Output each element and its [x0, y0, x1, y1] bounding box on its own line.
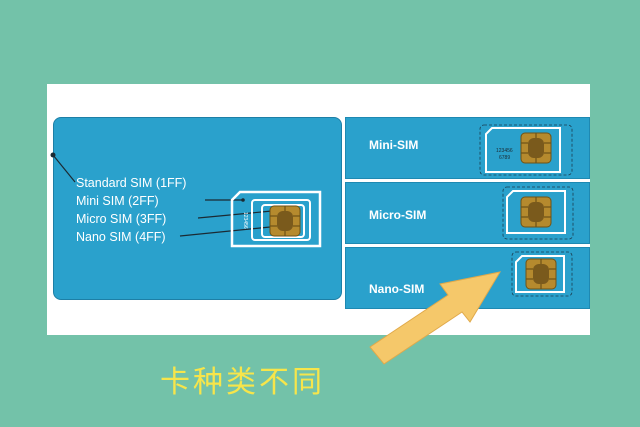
- label-nano-sim: Nano SIM (4FF): [76, 230, 166, 244]
- nano-sim-graphic: [511, 251, 573, 297]
- row-label-mini-sim: Mini-SIM: [369, 138, 419, 152]
- nested-sim-outlines: 123456: [230, 190, 322, 248]
- chip-icon: [269, 205, 301, 237]
- mini-sim-graphic: 123456 6789: [479, 124, 573, 176]
- leader-standard-sim: [52, 154, 76, 183]
- leader-micro-sim: [197, 210, 273, 219]
- chip-icon: [520, 132, 552, 164]
- mini-sim-card-number-2: 6789: [499, 155, 510, 161]
- svg-text:123456: 123456: [242, 212, 248, 229]
- chip-icon: [520, 196, 552, 228]
- micro-sim-graphic: [502, 186, 574, 240]
- mini-sim-card-number-1: 123456: [496, 148, 513, 154]
- label-mini-sim: Mini SIM (2FF): [76, 194, 159, 208]
- pointer-arrow-icon: [369, 271, 502, 365]
- row-label-nano-sim: Nano-SIM: [369, 282, 425, 296]
- row-label-micro-sim: Micro-SIM: [369, 208, 427, 222]
- label-standard-sim: Standard SIM (1FF): [76, 176, 187, 190]
- chip-icon: [525, 258, 557, 290]
- caption-text: 卡种类不同: [160, 365, 325, 400]
- label-micro-sim: Micro SIM (3FF): [76, 212, 167, 226]
